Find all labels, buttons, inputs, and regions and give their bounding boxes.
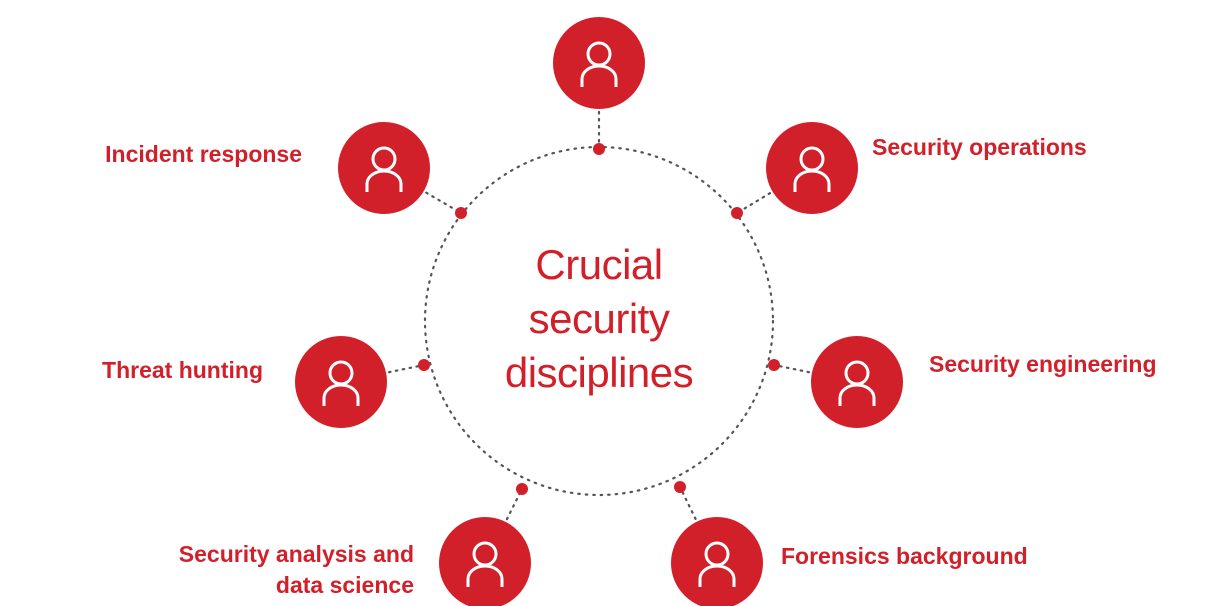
discipline-node xyxy=(439,517,531,606)
person-icon xyxy=(580,41,618,87)
connector-dot xyxy=(455,207,467,219)
discipline-node xyxy=(295,336,387,428)
person-icon xyxy=(793,146,831,192)
connector-dot xyxy=(418,359,430,371)
label-forensics-background: Forensics background xyxy=(781,543,1028,569)
label-incident-response: Incident response xyxy=(105,141,302,167)
label-line: Security analysis and xyxy=(178,541,414,567)
title-line: Crucial xyxy=(535,241,663,288)
title-line: disciplines xyxy=(504,349,694,396)
person-icon xyxy=(838,360,876,406)
label-threat-hunting: Threat hunting xyxy=(102,357,263,383)
discipline-node xyxy=(766,122,858,214)
discipline-node xyxy=(553,17,645,109)
connector-dot xyxy=(516,483,528,495)
person-icon xyxy=(466,541,504,587)
connector-dot xyxy=(593,143,605,155)
person-icon xyxy=(322,360,360,406)
connector-dot xyxy=(731,207,743,219)
label-security-analysis: Security analysis and data science xyxy=(179,539,414,601)
discipline-node xyxy=(811,336,903,428)
discipline-node xyxy=(338,122,430,214)
connector-dot xyxy=(674,481,686,493)
discipline-node xyxy=(671,517,763,606)
person-icon xyxy=(698,541,736,587)
label-line: data science xyxy=(275,572,414,598)
center-title: Crucial security disciplines xyxy=(449,238,749,400)
label-security-operations: Security operations xyxy=(872,134,1087,160)
label-security-engineering: Security engineering xyxy=(929,351,1157,377)
person-icon xyxy=(365,146,403,192)
title-line: security xyxy=(528,295,670,342)
connector-dot xyxy=(768,359,780,371)
